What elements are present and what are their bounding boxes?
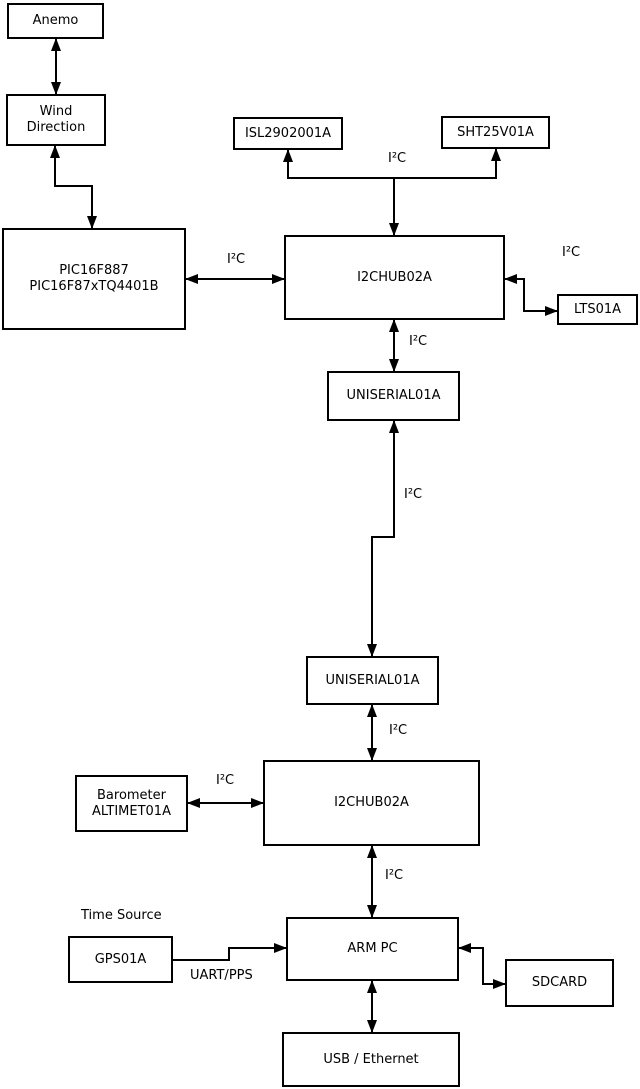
- node-uniserial01a-upper-label: UNISERIAL01A: [346, 388, 441, 403]
- node-sdcard-label: SDCARD: [531, 975, 588, 990]
- node-uniserial01a-lower: UNISERIAL01A: [306, 656, 439, 705]
- link-wind-pic: [50, 145, 97, 229]
- node-wind-direction-line2: Direction: [26, 120, 86, 135]
- node-pic16f887: PIC16F887 PIC16F87xTQ4401B: [2, 228, 186, 330]
- edge-label-i2c-hub-armpc: I²C: [385, 868, 404, 883]
- node-anemo: Anemo: [7, 3, 104, 39]
- link-gps-armpc: [173, 943, 287, 961]
- link-armpc-sdcard: [458, 943, 506, 989]
- node-barometer-line1: Barometer: [97, 787, 166, 803]
- node-isl2902001a-label: ISL2902001A: [244, 125, 332, 141]
- link-uniserial-upper-lower: [367, 420, 399, 657]
- node-arm-pc-label: ARM PC: [347, 941, 398, 956]
- node-isl2902001a: ISL2902001A: [233, 117, 343, 150]
- node-i2chub02a-lower: I2CHUB02A: [263, 760, 480, 846]
- edge-label-i2c-pic-hub: I²C: [227, 252, 246, 267]
- edge-label-time-source: Time Source: [81, 908, 162, 923]
- node-barometer-altimet01a: Barometer ALTIMET01A: [75, 775, 188, 832]
- node-gps01a-label: GPS01A: [94, 951, 147, 967]
- node-lts01a-label: LTS01A: [573, 301, 622, 317]
- edge-label-uart-pps: UART/PPS: [190, 968, 253, 983]
- node-wind-direction-line1: Wind: [39, 104, 73, 119]
- edge-label-i2c-long-link: I²C: [404, 487, 423, 502]
- node-usb-ethernet: USB / Ethernet: [282, 1032, 460, 1087]
- node-i2chub02a-upper-label: I2CHUB02A: [357, 269, 432, 285]
- node-sdcard: SDCARD: [505, 959, 614, 1007]
- node-pic16f887-line1: PIC16F887: [59, 263, 129, 278]
- node-wind-direction: Wind Direction: [6, 94, 106, 146]
- node-barometer-line2: ALTIMET01A: [92, 803, 171, 819]
- node-pic16f887-line2: PIC16F87xTQ4401B: [29, 279, 159, 294]
- node-uniserial01a-lower-label: UNISERIAL01A: [325, 672, 420, 688]
- edge-label-i2c-lts: I²C: [562, 245, 581, 260]
- node-i2chub02a-upper: I2CHUB02A: [284, 235, 505, 320]
- node-lts01a: LTS01A: [557, 294, 638, 325]
- node-i2chub02a-lower-label: I2CHUB02A: [334, 795, 409, 810]
- node-arm-pc: ARM PC: [286, 917, 459, 981]
- node-gps01a: GPS01A: [68, 936, 173, 983]
- node-anemo-label: Anemo: [32, 13, 79, 28]
- node-usb-ethernet-label: USB / Ethernet: [323, 1051, 419, 1067]
- link-hub-upper-lts: [504, 274, 558, 316]
- edge-label-i2c-barometer: I²C: [216, 773, 235, 788]
- edge-label-i2c-hub-uniserial: I²C: [409, 334, 428, 349]
- node-uniserial01a-upper: UNISERIAL01A: [327, 371, 460, 421]
- node-sht25v01a-label: SHT25V01A: [457, 124, 534, 140]
- edge-label-i2c-sensor-bus: I²C: [388, 151, 407, 166]
- edge-label-i2c-uniserial-hub: I²C: [389, 723, 408, 738]
- node-sht25v01a: SHT25V01A: [441, 116, 550, 149]
